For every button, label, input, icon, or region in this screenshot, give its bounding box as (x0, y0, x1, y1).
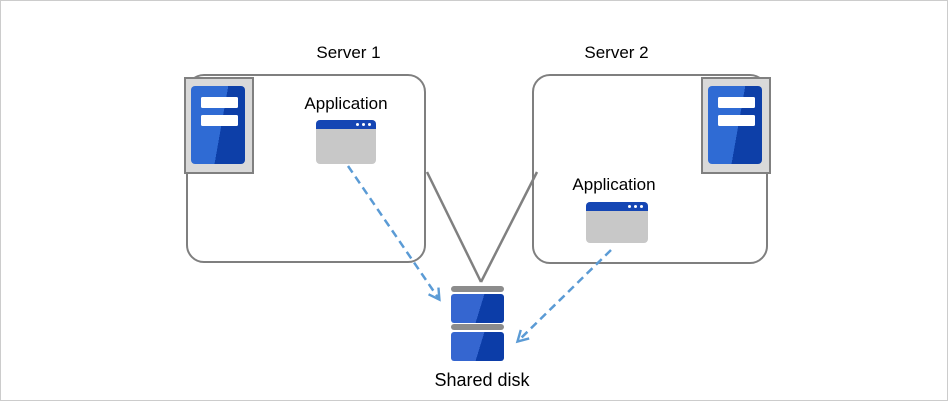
window-dot-icon (628, 205, 631, 208)
shared-disk-icon-cap-2 (451, 324, 504, 330)
application-2-label: Application (572, 175, 656, 194)
window-titlebar (316, 120, 376, 129)
application-2-window-icon (586, 202, 648, 243)
window-dot-icon (640, 205, 643, 208)
server-1-tower-icon (184, 77, 254, 174)
server-1-title: Server 1 (316, 43, 381, 62)
window-dot-icon (368, 123, 371, 126)
shared-disk-icon-unit-1 (451, 294, 504, 323)
window-titlebar (586, 202, 648, 211)
tower-drive-bay (201, 97, 238, 108)
application-1-label: Application (304, 94, 388, 113)
tower-chassis (191, 86, 245, 164)
server-2-title: Server 2 (584, 43, 649, 62)
connector-server2-to-disk (479, 171, 539, 283)
application-1-window-icon (316, 120, 376, 164)
tower-drive-bay (201, 115, 238, 126)
tower-drive-bay (718, 97, 755, 108)
window-dot-icon (634, 205, 637, 208)
window-dot-icon (356, 123, 359, 126)
shared-disk-label: Shared disk (434, 370, 530, 390)
connector-server1-to-disk (425, 171, 483, 283)
shared-disk-icon-cap-1 (451, 286, 504, 292)
shared-disk-icon-unit-2 (451, 332, 504, 361)
tower-drive-bay (718, 115, 755, 126)
tower-chassis (708, 86, 762, 164)
window-dot-icon (362, 123, 365, 126)
server-2-tower-icon (701, 77, 771, 174)
